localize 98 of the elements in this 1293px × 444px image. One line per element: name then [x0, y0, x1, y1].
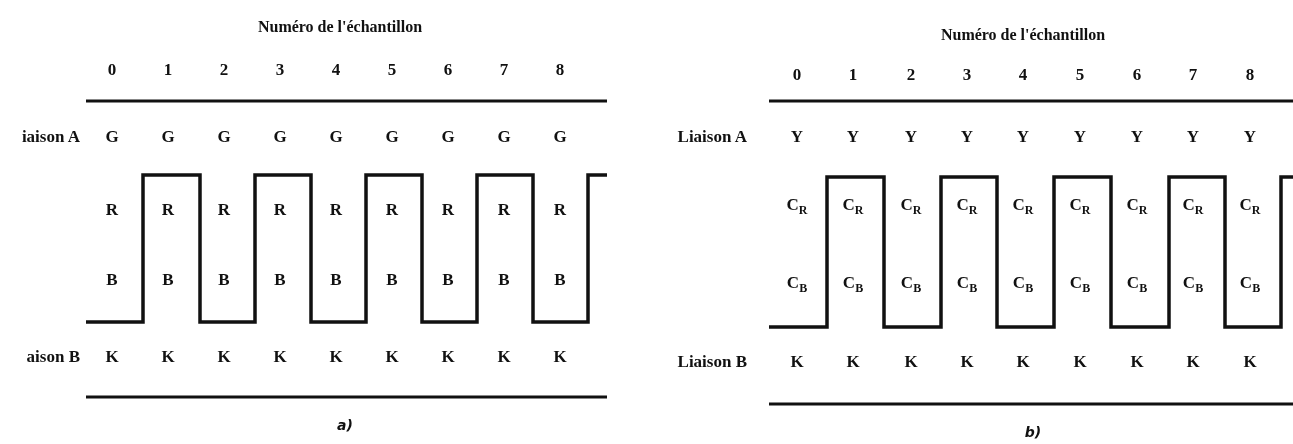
sample-value: C$_{R}$ — [900, 195, 922, 215]
sample-value: Y — [1130, 127, 1144, 147]
axis-title: Numéro de l'échantillon — [940, 25, 1106, 45]
sample-value: Y — [1073, 127, 1087, 147]
sample-value: R — [385, 200, 399, 220]
sample-value: C$_{B}$ — [900, 273, 922, 293]
sample-value: C$_{B}$ — [1239, 273, 1261, 293]
sample-value: B — [106, 270, 118, 290]
sample-value: C$_{B}$ — [956, 273, 978, 293]
sample-value: C$_{R}$ — [1126, 195, 1148, 215]
sample-number: 2 — [906, 65, 916, 85]
sample-value: B — [554, 270, 566, 290]
sample-value: G — [441, 127, 455, 147]
sample-number: 6 — [443, 60, 453, 80]
sample-value: B — [218, 270, 230, 290]
sample-value: K — [553, 347, 567, 367]
row-label: iaison A — [21, 127, 80, 147]
sample-value: K — [1186, 352, 1200, 372]
sample-value: C$_{B}$ — [1012, 273, 1034, 293]
sample-value: C$_{R}$ — [956, 195, 978, 215]
sample-number: 4 — [1018, 65, 1028, 85]
sample-value: R — [329, 200, 343, 220]
sample-value: Y — [904, 127, 918, 147]
sample-value: Y — [960, 127, 974, 147]
sample-value: K — [441, 347, 455, 367]
sample-value: B — [386, 270, 398, 290]
sample-value: C$_{R}$ — [786, 195, 808, 215]
sample-value: K — [217, 347, 231, 367]
sample-value: G — [273, 127, 287, 147]
panel-caption: a) — [337, 416, 353, 435]
sample-value: C$_{R}$ — [1012, 195, 1034, 215]
sample-number: 3 — [962, 65, 972, 85]
sample-value: C$_{B}$ — [1182, 273, 1204, 293]
sample-value: C$_{B}$ — [1126, 273, 1148, 293]
sample-value: C$_{R}$ — [842, 195, 864, 215]
sample-value: B — [442, 270, 454, 290]
sample-value: R — [497, 200, 511, 220]
sample-value: K — [385, 347, 399, 367]
sample-value: Y — [846, 127, 860, 147]
sample-value: B — [330, 270, 342, 290]
sample-value: R — [217, 200, 231, 220]
sample-value: R — [553, 200, 567, 220]
sample-value: R — [105, 200, 119, 220]
sample-value: K — [497, 347, 511, 367]
sample-value: K — [1130, 352, 1144, 372]
sample-value: B — [162, 270, 174, 290]
sample-value: C$_{B}$ — [786, 273, 808, 293]
sample-value: K — [1243, 352, 1257, 372]
sample-value: G — [329, 127, 343, 147]
sample-number: 7 — [499, 60, 509, 80]
sample-value: K — [904, 352, 918, 372]
sample-value: C$_{B}$ — [842, 273, 864, 293]
sample-value: Y — [1243, 127, 1257, 147]
sample-number: 5 — [1075, 65, 1085, 85]
sample-value: G — [553, 127, 567, 147]
sample-number: 4 — [331, 60, 341, 80]
sample-value: K — [960, 352, 974, 372]
row-label: aison B — [26, 347, 80, 367]
sample-value: C$_{R}$ — [1239, 195, 1261, 215]
sample-value: Y — [1016, 127, 1030, 147]
sample-number: 0 — [107, 60, 117, 80]
sample-value: C$_{B}$ — [1069, 273, 1091, 293]
sample-value: K — [105, 347, 119, 367]
sample-value: Y — [790, 127, 804, 147]
sample-value: K — [846, 352, 860, 372]
sample-number: 1 — [848, 65, 858, 85]
sample-value: G — [217, 127, 231, 147]
sample-value: B — [274, 270, 286, 290]
sample-value: G — [161, 127, 175, 147]
sample-value: R — [441, 200, 455, 220]
sample-value: K — [1016, 352, 1030, 372]
sample-value: B — [498, 270, 510, 290]
sample-number: 8 — [555, 60, 565, 80]
sample-number: 0 — [792, 65, 802, 85]
sample-value: R — [161, 200, 175, 220]
sample-value: K — [790, 352, 804, 372]
sample-value: R — [273, 200, 287, 220]
axis-title: Numéro de l'échantillon — [257, 17, 423, 37]
sample-number: 7 — [1188, 65, 1198, 85]
panel-caption: b) — [1024, 423, 1042, 442]
sample-value: C$_{R}$ — [1182, 195, 1204, 215]
sample-number: 2 — [219, 60, 229, 80]
sample-number: 6 — [1132, 65, 1142, 85]
sample-value: K — [1073, 352, 1087, 372]
sample-value: G — [497, 127, 511, 147]
row-label: Liaison B — [677, 352, 747, 372]
row-label: Liaison A — [677, 127, 747, 147]
sample-number: 8 — [1245, 65, 1255, 85]
sample-value: C$_{R}$ — [1069, 195, 1091, 215]
sample-number: 5 — [387, 60, 397, 80]
sample-value: K — [329, 347, 343, 367]
sample-number: 3 — [275, 60, 285, 80]
sample-value: G — [385, 127, 399, 147]
sample-value: Y — [1186, 127, 1200, 147]
sample-value: K — [161, 347, 175, 367]
sample-value: K — [273, 347, 287, 367]
sample-number: 1 — [163, 60, 173, 80]
sample-value: G — [105, 127, 119, 147]
